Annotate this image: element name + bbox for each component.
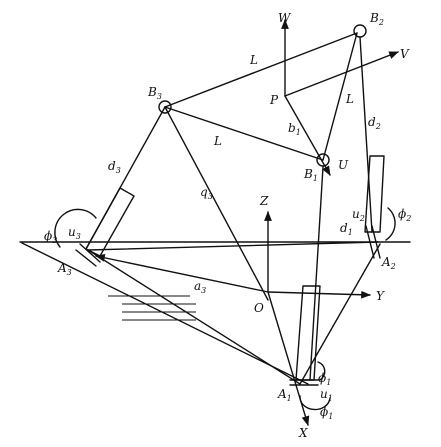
- phi1-arc-top: [317, 361, 326, 381]
- base-edge-a3-a2: [87, 241, 379, 251]
- joint-b2: [353, 24, 367, 38]
- label-phi1-top: ϕ1: [318, 371, 331, 387]
- joints-a: [75, 225, 381, 386]
- label-u2: u2: [352, 207, 365, 223]
- label-d1: d1: [340, 221, 353, 237]
- label-l-mid: L: [213, 134, 222, 148]
- label-d2: d2: [368, 115, 381, 131]
- label-u3: u3: [68, 225, 81, 241]
- base-edge-a2-a1: [299, 243, 381, 385]
- joints-b: [158, 24, 367, 167]
- leg2-line: [359, 36, 373, 233]
- label-a3: a3: [194, 279, 206, 295]
- base-frame: [95, 211, 371, 426]
- phi3-arc: [54, 208, 97, 248]
- upper-triangle: [164, 32, 358, 161]
- joint-a3-a: [79, 243, 101, 263]
- joint-a2-b: [371, 225, 381, 259]
- label-l-top: L: [249, 53, 258, 67]
- label-b2: B2: [369, 11, 384, 27]
- leg-2: [359, 36, 396, 241]
- label-p: P: [269, 93, 279, 107]
- moving-frame: [281, 19, 399, 176]
- u-axis: [284, 95, 331, 176]
- label-x: X: [298, 426, 308, 440]
- link-b3-b2: [164, 32, 358, 108]
- label-d3: d3: [108, 159, 121, 175]
- joint-b1: [316, 153, 330, 167]
- label-a2: A2: [381, 255, 396, 271]
- label-y: Y: [376, 289, 385, 303]
- label-z: Z: [259, 194, 269, 208]
- label-phi1-bot: ϕ1: [320, 405, 333, 421]
- link-b2-b1: [322, 32, 358, 161]
- v-axis: [284, 51, 399, 97]
- base-edge-a3-a1-b: [87, 249, 301, 385]
- link-b3-b1: [164, 106, 324, 161]
- label-q3: q3: [200, 185, 213, 201]
- label-b1: B1: [303, 167, 318, 183]
- label-a1: A1: [277, 387, 292, 403]
- q3-line: [164, 106, 269, 301]
- leg1-actuator: [295, 285, 321, 381]
- leg3-actuator: [85, 187, 135, 257]
- a3-vector: [95, 253, 269, 293]
- joint-a2-a: [365, 225, 375, 259]
- joint-a3-b: [75, 249, 97, 267]
- label-b3: B3: [147, 85, 162, 101]
- leg1-line: [309, 166, 324, 381]
- joint-b3: [158, 100, 172, 114]
- label-a3-joint: A3: [57, 261, 72, 277]
- label-phi2: ϕ2: [398, 207, 411, 223]
- labels: B2 B3 B1 W V P U b1 L L L d2 d1 d3 q3 Z …: [44, 11, 411, 440]
- label-l-right: L: [345, 92, 354, 106]
- x-axis: [267, 291, 310, 426]
- label-u: U: [338, 158, 349, 172]
- y-axis: [267, 290, 371, 299]
- label-b1-vector: b1: [288, 121, 301, 137]
- base-plane: [19, 241, 411, 385]
- label-v: V: [400, 47, 410, 61]
- label-u1: u1: [320, 387, 333, 403]
- leg-3: [54, 106, 269, 301]
- phi2-arc: [385, 207, 396, 241]
- base-edge-a3-a1: [21, 242, 309, 385]
- leg2-actuator: [364, 155, 385, 233]
- label-o: O: [254, 301, 264, 315]
- label-phi3: ϕ3: [44, 229, 57, 245]
- ground-hatch: [108, 295, 196, 321]
- label-w: W: [278, 11, 292, 25]
